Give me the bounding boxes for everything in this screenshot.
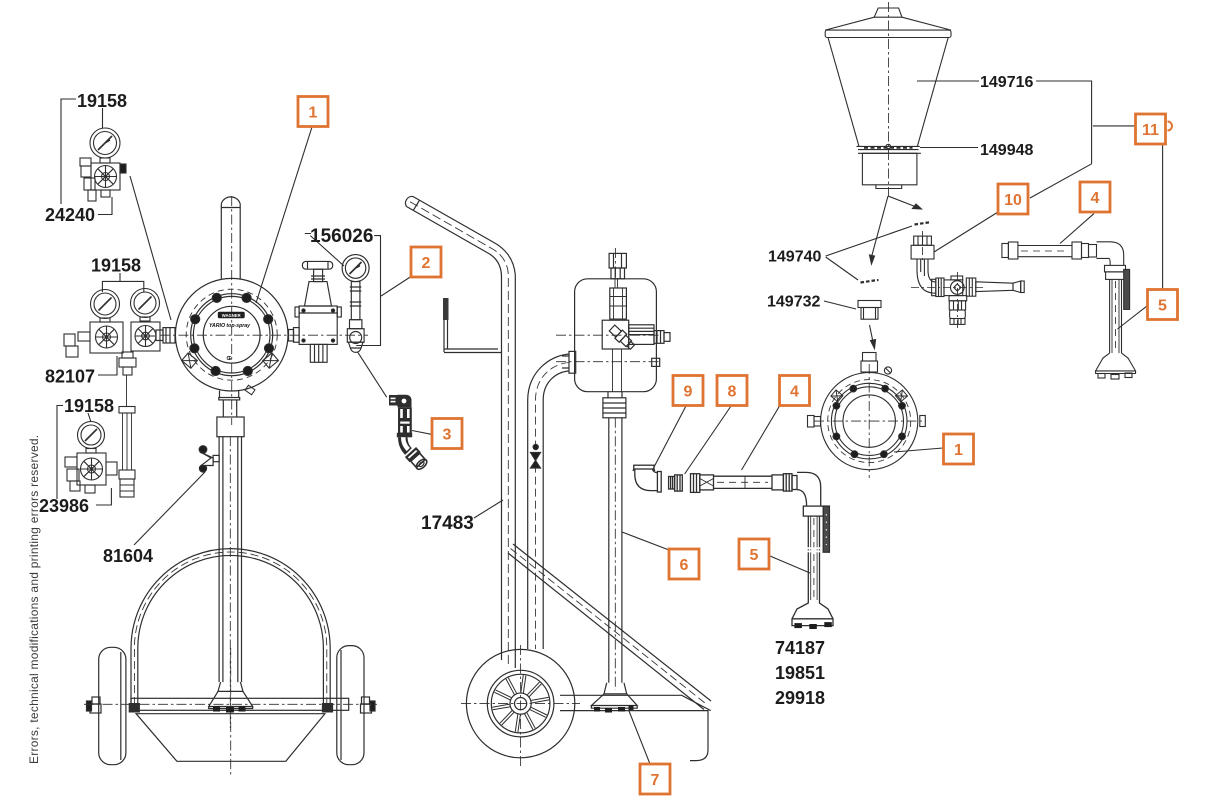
svg-text:9: 9 bbox=[684, 384, 693, 401]
svg-text:6: 6 bbox=[680, 557, 689, 574]
svg-text:81604: 81604 bbox=[103, 546, 153, 566]
svg-text:149716: 149716 bbox=[980, 74, 1033, 91]
svg-text:10: 10 bbox=[1004, 192, 1022, 209]
svg-text:4: 4 bbox=[790, 384, 799, 401]
svg-text:19158: 19158 bbox=[64, 396, 114, 416]
svg-text:4: 4 bbox=[1091, 190, 1100, 207]
svg-text:149948: 149948 bbox=[980, 142, 1033, 159]
svg-text:19851: 19851 bbox=[775, 663, 825, 683]
svg-text:2: 2 bbox=[422, 255, 431, 272]
svg-text:7: 7 bbox=[651, 772, 660, 789]
svg-text:YARIO top-spray: YARIO top-spray bbox=[209, 323, 251, 329]
svg-text:149732: 149732 bbox=[767, 294, 820, 311]
svg-text:8: 8 bbox=[728, 384, 737, 401]
svg-text:1: 1 bbox=[309, 105, 318, 122]
svg-text:11: 11 bbox=[1142, 122, 1159, 139]
svg-text:17483: 17483 bbox=[421, 513, 474, 534]
svg-text:5: 5 bbox=[1158, 298, 1167, 315]
svg-text:82107: 82107 bbox=[45, 367, 95, 387]
svg-text:3: 3 bbox=[443, 427, 452, 444]
svg-text:5: 5 bbox=[750, 547, 759, 564]
svg-text:149740: 149740 bbox=[768, 249, 821, 266]
svg-text:1: 1 bbox=[954, 442, 963, 459]
svg-text:19158: 19158 bbox=[91, 256, 141, 276]
svg-text:24240: 24240 bbox=[45, 205, 95, 225]
svg-text:WAGNER: WAGNER bbox=[222, 313, 241, 318]
svg-text:74187: 74187 bbox=[775, 638, 825, 658]
svg-text:19158: 19158 bbox=[77, 91, 127, 111]
svg-text:29918: 29918 bbox=[775, 688, 825, 708]
svg-text:Errors, technical modification: Errors, technical modifications and prin… bbox=[27, 435, 41, 764]
svg-text:Œ: Œ bbox=[227, 356, 232, 362]
svg-text:23986: 23986 bbox=[39, 496, 89, 516]
svg-text:156026: 156026 bbox=[310, 226, 373, 247]
